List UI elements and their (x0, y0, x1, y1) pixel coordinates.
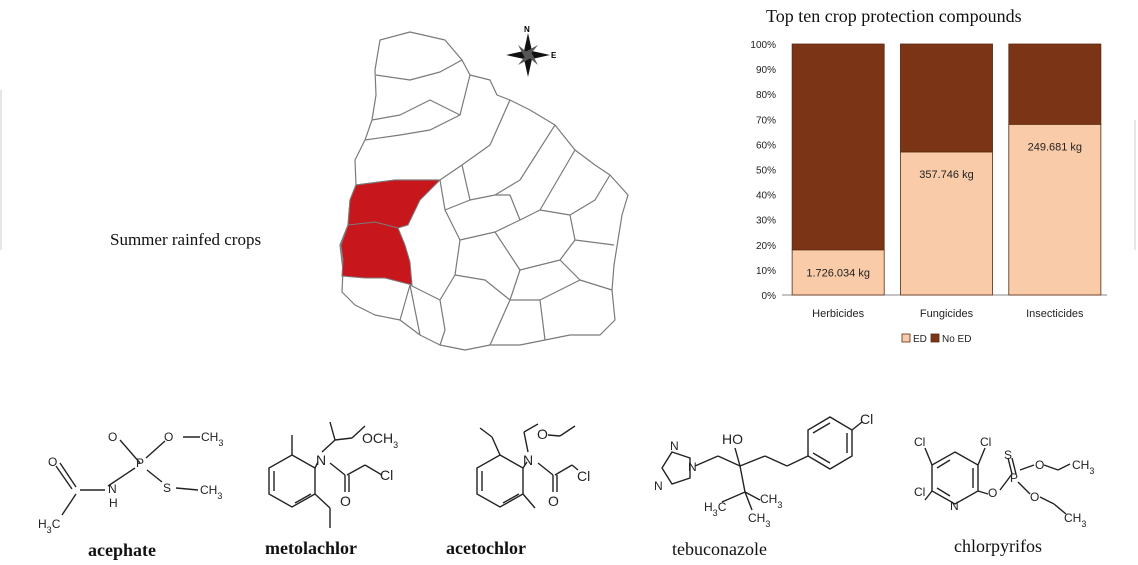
molecule-name-tebuconazole: tebuconazole (672, 539, 767, 559)
y-tick-label: 0% (762, 291, 777, 302)
right-edge-mark (1134, 120, 1136, 250)
y-tick-label: 20% (756, 241, 776, 252)
bar-data-label: 249.681 kg (1028, 141, 1082, 153)
legend-swatch (901, 333, 911, 343)
molecule-name-chlorpyrifos: chlorpyrifos (954, 536, 1042, 556)
bar-data-label: 1.726.034 kg (806, 267, 870, 279)
bar-no-ed (1008, 43, 1102, 125)
y-tick-label: 40% (756, 191, 776, 202)
y-tick-label: 80% (756, 90, 776, 101)
x-category-label: Herbicides (812, 308, 864, 320)
x-category-label: Fungicides (920, 308, 974, 320)
y-tick-label: 100% (750, 40, 776, 51)
y-tick-label: 30% (756, 216, 776, 227)
molecule-name-acephate: acephate (88, 540, 156, 560)
left-edge-mark (0, 90, 2, 250)
legend-label: No ED (942, 334, 971, 345)
bar-no-ed (791, 43, 885, 251)
molecule-name-metolachlor: metolachlor (265, 538, 357, 558)
map-region-label: Summer rainfed crops (110, 230, 262, 249)
bar-ed (1008, 123, 1102, 296)
compass-rose-icon (506, 33, 550, 77)
x-category-label: Insecticides (1026, 308, 1084, 320)
bar-ed (900, 151, 993, 296)
molecule-name-acetochlor: acetochlor (446, 538, 526, 558)
compass-e: E (551, 51, 557, 60)
y-tick-label: 70% (756, 115, 776, 126)
chart-title: Top ten crop protection compounds (766, 6, 1022, 26)
summer-crops-inner-border (347, 221, 399, 229)
bar-no-ed (900, 43, 993, 153)
compass-n: N (524, 25, 530, 34)
summer-crops-region (340, 179, 442, 286)
legend-swatch (930, 333, 940, 343)
y-tick-label: 60% (756, 140, 776, 151)
y-tick-label: 90% (756, 65, 776, 76)
y-tick-label: 10% (756, 266, 776, 277)
bar-data-label: 357.746 kg (919, 169, 973, 181)
stacked-bar-chart: 0% 10% 20% 30% 40% 50% 60% 70% 80% 90% 100% Herbici… (750, 40, 1107, 345)
legend-label: ED (913, 334, 927, 345)
dept-borders (355, 59, 615, 346)
y-tick-label: 50% (756, 166, 776, 177)
